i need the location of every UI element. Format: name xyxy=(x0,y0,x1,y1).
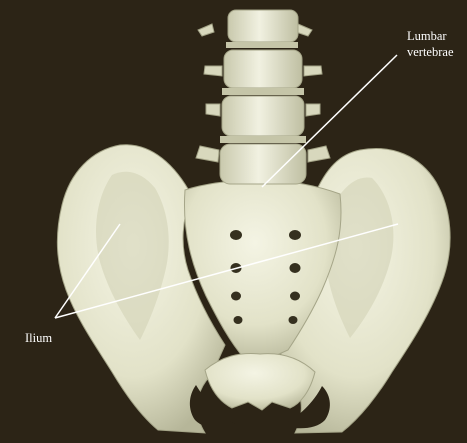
lumbar-label-line2: vertebrae xyxy=(407,44,454,60)
ilium-label: Ilium xyxy=(25,330,52,346)
lumbar-label-line1: Lumbar xyxy=(407,28,454,44)
lumbar-vertebrae-label: Lumbar vertebrae xyxy=(407,28,454,60)
